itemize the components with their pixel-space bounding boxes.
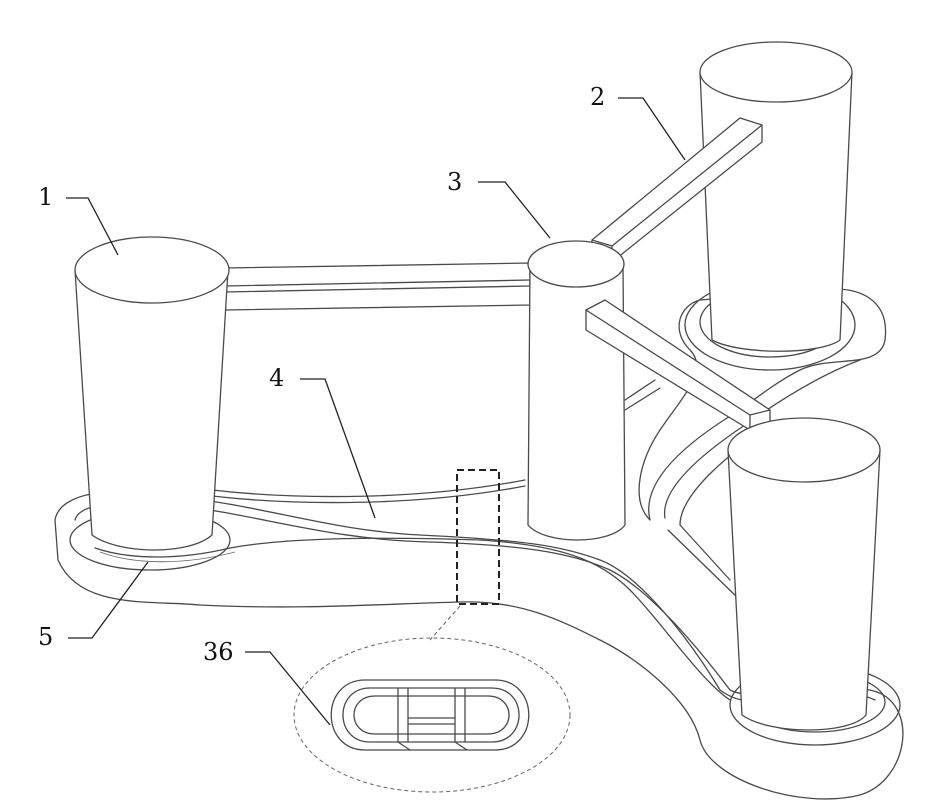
detail-connector-line [430, 606, 460, 640]
leader-2 [618, 98, 685, 160]
outer-column-front [728, 418, 880, 730]
label-1: 1 [38, 185, 53, 209]
brace-beam-left [225, 263, 530, 310]
label-4: 4 [269, 366, 284, 390]
label-2: 2 [590, 85, 605, 109]
pontoon-section-detail [294, 638, 570, 792]
outer-column-left [75, 237, 229, 550]
leader-3 [478, 182, 550, 238]
label-3: 3 [447, 170, 462, 194]
label-5: 5 [38, 625, 53, 649]
central-column [528, 241, 625, 540]
leader-36 [245, 652, 330, 725]
label-36: 36 [203, 640, 234, 664]
outer-column-back [700, 42, 852, 351]
